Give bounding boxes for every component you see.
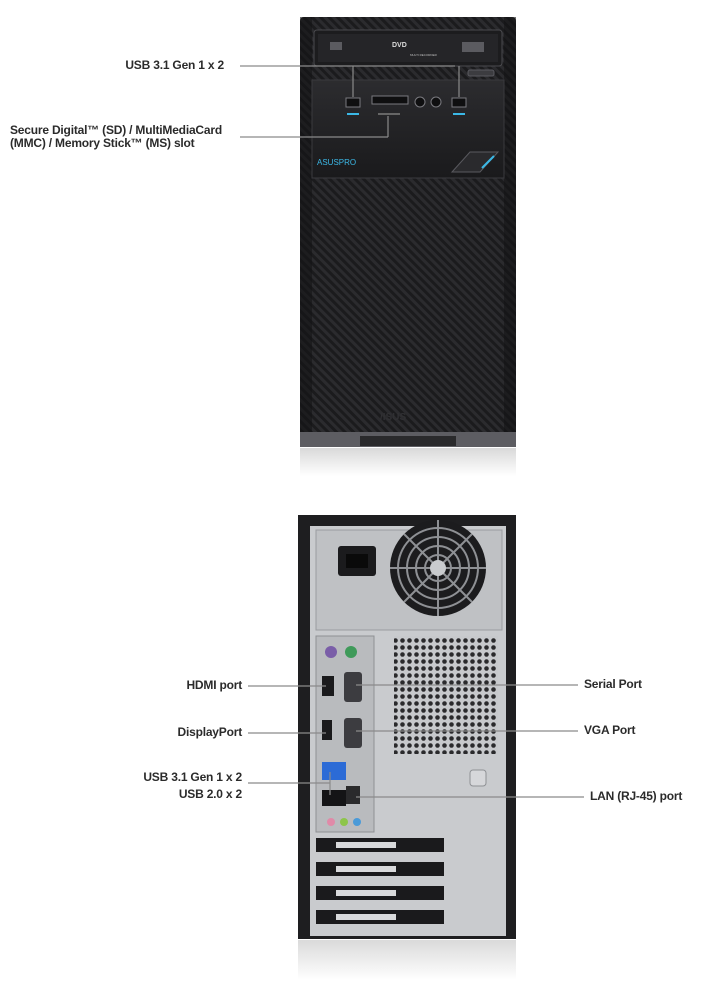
mic-jack <box>430 96 442 108</box>
callout-usb31-rear: USB 3.1 Gen 1 x 2 <box>143 770 242 784</box>
callout-card-reader-line1: Secure Digital™ (SD) / MultiMediaCard <box>10 123 222 137</box>
callout-usb20-rear: USB 2.0 x 2 <box>178 787 242 801</box>
callout-card-reader-line2: (MMC) / Memory Stick™ (MS) slot <box>10 136 195 150</box>
drive-badge: DVD <box>392 42 407 49</box>
hdmi-port-shape <box>322 676 334 696</box>
vga-port-shape <box>344 718 362 748</box>
front-reflection <box>300 448 516 476</box>
security-loop <box>469 769 487 787</box>
ps2-keyboard-port <box>345 646 357 658</box>
displayport-shape <box>322 720 332 740</box>
power-button <box>450 151 500 173</box>
callout-hdmi: HDMI port <box>186 678 242 692</box>
ps2-mouse-port <box>325 646 337 658</box>
rear-vent-grille <box>394 636 498 754</box>
lan-port-shape <box>346 786 360 804</box>
front-usb-port-right <box>451 97 467 108</box>
front-case-image: ASUSPRO /ISUS DVD MULTI RECORDER <box>240 17 516 476</box>
card-reader-slot <box>371 95 409 105</box>
callout-displayport: DisplayPort <box>177 725 243 739</box>
callout-lan: LAN (RJ-45) port <box>590 789 683 803</box>
headphone-jack <box>414 96 426 108</box>
rear-reflection <box>298 940 516 980</box>
callout-usb31-front: USB 3.1 Gen 1 x 2 <box>125 58 224 72</box>
asuspro-brand-text: ASUSPRO <box>317 158 356 167</box>
rear-case-image <box>248 515 584 980</box>
usb20-rear-shape <box>322 790 346 806</box>
drive-badge-sub: MULTI RECORDER <box>410 53 438 57</box>
callout-serial: Serial Port <box>584 677 642 691</box>
callout-vga: VGA Port <box>584 723 636 737</box>
bezel-logo: /ISUS <box>380 412 406 423</box>
serial-port-shape <box>344 672 362 702</box>
front-usb-port-left <box>345 97 361 108</box>
usb31-rear-shape <box>322 762 346 780</box>
